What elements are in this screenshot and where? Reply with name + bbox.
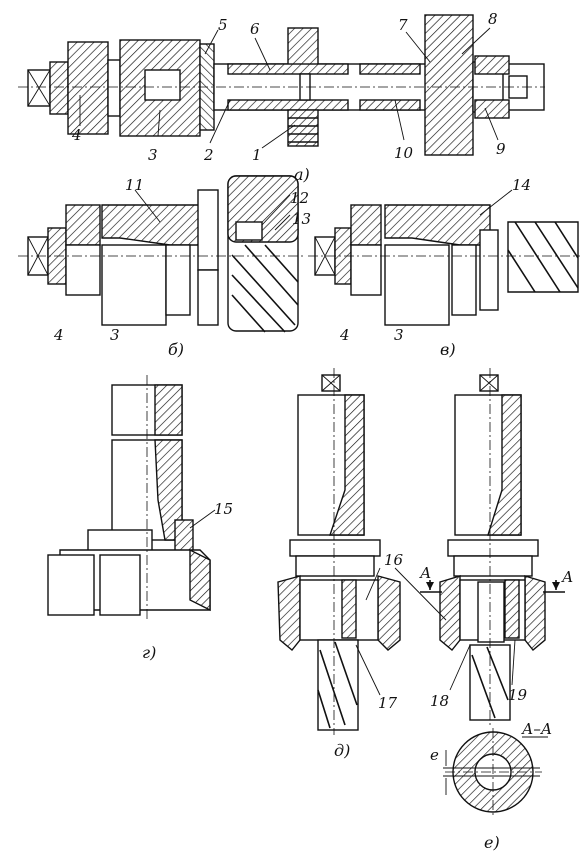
- leader-lines: [79, 27, 516, 696]
- label-2: 2: [203, 146, 214, 164]
- label-6: 6: [250, 20, 260, 38]
- label-4: 4: [71, 126, 82, 144]
- label-3: 3: [148, 146, 158, 164]
- dimension-e: е: [430, 746, 439, 764]
- label-7: 7: [398, 16, 408, 34]
- label-8: 8: [488, 10, 498, 28]
- gear-wheel-b: [227, 175, 299, 333]
- label-5: 5: [218, 16, 228, 34]
- label-15: 15: [214, 500, 233, 518]
- figure-d: [277, 368, 401, 735]
- label-b-3: 3: [110, 326, 120, 344]
- section-title: А–А: [521, 720, 552, 738]
- figure-d-right: [420, 368, 565, 728]
- label-9: 9: [496, 140, 506, 158]
- label-v-3: 3: [394, 326, 404, 344]
- label-12: 12: [290, 189, 309, 207]
- caption-e: е): [484, 833, 500, 852]
- section-mark-right: А: [561, 568, 573, 586]
- label-17: 17: [378, 694, 398, 712]
- label-16: 16: [384, 551, 404, 569]
- caption-a: а): [294, 165, 310, 184]
- gear-1: [287, 109, 319, 147]
- figure-a: [18, 14, 545, 156]
- figure-v: [308, 204, 580, 326]
- section-mark-left: А: [419, 564, 431, 582]
- label-13: 13: [292, 210, 311, 228]
- label-1: 1: [252, 146, 262, 164]
- drill-d: [317, 639, 359, 731]
- figure-b: [18, 175, 305, 333]
- caption-v: в): [440, 340, 456, 359]
- part-labels: 1 2 3 4 5 6 7 8 9 10 11 12 13 14 4 3 4 3…: [53, 10, 573, 764]
- label-v-4: 4: [339, 326, 350, 344]
- cutter-v: [507, 221, 579, 293]
- figure-e-section: [443, 728, 548, 815]
- label-14: 14: [512, 176, 531, 194]
- label-11: 11: [125, 176, 144, 194]
- caption-d: д): [334, 741, 350, 760]
- figure-g: [47, 375, 211, 620]
- label-b-4: 4: [53, 326, 64, 344]
- caption-g: г): [142, 643, 156, 662]
- label-18: 18: [430, 692, 449, 710]
- label-10: 10: [394, 144, 414, 162]
- figure-captions: а) б) в) г) д) е): [142, 165, 500, 852]
- caption-b: б): [168, 340, 184, 359]
- label-19: 19: [508, 686, 528, 704]
